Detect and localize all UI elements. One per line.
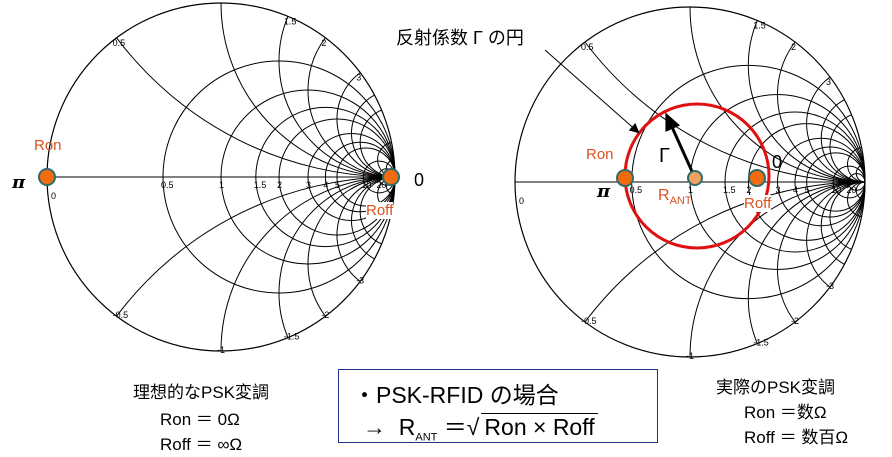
resistance-tick-label: 0.5 bbox=[630, 185, 643, 195]
reactance-arc bbox=[336, 176, 396, 282]
resistance-tick-label: 1 bbox=[219, 180, 224, 190]
reactance-tick-label: -1.5 bbox=[284, 332, 300, 342]
reactance-arc bbox=[336, 72, 396, 178]
formula-heading: ・PSK-RFID の場合 bbox=[353, 382, 559, 408]
reactance-tick-label: 2 bbox=[791, 42, 796, 52]
sqrt-symbol: √ bbox=[466, 414, 480, 440]
reactance-tick-label: 3 bbox=[356, 73, 361, 83]
resistance-tick-label: 2 bbox=[746, 185, 751, 195]
reactance-tick-label: -1.5 bbox=[753, 338, 769, 348]
reactance-arc bbox=[820, 99, 866, 183]
reactance-arc bbox=[847, 181, 866, 218]
resistance-tick-label: 3 bbox=[306, 180, 311, 190]
reactance-arc bbox=[820, 181, 866, 265]
ron-label-left: Ron bbox=[34, 137, 62, 154]
reactance-arc bbox=[829, 114, 866, 183]
ron-marker-left bbox=[38, 168, 56, 186]
resistance-tick-label: 1.5 bbox=[723, 185, 736, 195]
ideal-caption-roff: Roff ＝ ∞Ω bbox=[160, 435, 243, 454]
rant-marker bbox=[687, 170, 703, 186]
reactance-arc bbox=[747, 20, 866, 183]
zero-label-left: 0 bbox=[414, 170, 425, 190]
reactance-arc bbox=[307, 176, 396, 317]
reactance-arc bbox=[855, 181, 866, 200]
gamma-vector-arrow bbox=[665, 112, 697, 179]
reactance-arc bbox=[829, 181, 866, 250]
formula: → RANT ＝√Ron × Roff bbox=[363, 408, 598, 444]
roff-label-left: Roff bbox=[366, 202, 394, 219]
reactance-arc bbox=[584, 181, 866, 323]
pi-label-right: π bbox=[597, 181, 611, 202]
resistance-tick-label: 5 bbox=[335, 180, 340, 190]
reactance-arc bbox=[847, 146, 866, 183]
gamma-circle-title: 反射係数 Γ の円 bbox=[396, 28, 524, 48]
resistance-tick-label: 1.5 bbox=[254, 180, 267, 190]
ideal-caption-ron: Ron ＝ 0Ω bbox=[160, 410, 240, 429]
reactance-arc bbox=[747, 181, 866, 344]
resistance-tick-label: 4 bbox=[793, 185, 798, 195]
reactance-arc bbox=[806, 76, 866, 183]
reactance-tick-label: 0.5 bbox=[581, 42, 594, 52]
reactance-arc bbox=[351, 176, 396, 260]
reactance-arc bbox=[855, 164, 866, 183]
resistance-tick-label: 1 bbox=[688, 185, 693, 195]
reactance-tick-label: 2 bbox=[321, 38, 326, 48]
reactance-arc bbox=[584, 41, 866, 183]
reactance-tick-label: -1 bbox=[686, 351, 694, 361]
title-pointer-arrow bbox=[544, 49, 640, 134]
reactance-tick-label: -1 bbox=[217, 345, 225, 355]
reactance-arc bbox=[278, 16, 396, 178]
resistance-tick-label: 0.5 bbox=[161, 180, 174, 190]
resistance-tick-label: 10 bbox=[361, 180, 371, 190]
ideal-caption-title: 理想的なPSK変調 bbox=[133, 383, 270, 402]
ron-label-right: Ron bbox=[586, 146, 614, 163]
resistance-tick-label: 0 bbox=[519, 196, 524, 206]
reactance-tick-label: 1.5 bbox=[284, 16, 297, 26]
psk-rfid-formula-box: ・PSK-RFID の場合 → RANT ＝√Ron × Roff bbox=[338, 369, 658, 444]
zero-label-right: 0 bbox=[772, 152, 783, 172]
reactance-tick-label: -2 bbox=[321, 310, 329, 320]
roff-label-right: Roff bbox=[744, 195, 772, 212]
pi-label-left: π bbox=[12, 172, 26, 193]
markers bbox=[38, 168, 766, 187]
roff-marker-right bbox=[748, 169, 766, 187]
reactance-arc bbox=[689, 6, 866, 183]
reactance-arc bbox=[116, 37, 396, 178]
roff-marker-left bbox=[382, 168, 400, 186]
reactance-tick-label: 0.5 bbox=[113, 38, 126, 48]
actual-caption-roff: Roff ＝ 数百Ω bbox=[744, 428, 849, 447]
reactance-arc bbox=[220, 2, 396, 178]
reactance-arc bbox=[116, 176, 396, 317]
reactance-tick-label: 3 bbox=[826, 77, 831, 87]
resistance-tick-label: 4 bbox=[323, 180, 328, 190]
rant-label: RANT bbox=[658, 187, 692, 208]
resistance-tick-label: 3 bbox=[776, 185, 781, 195]
reactance-tick-label: -3 bbox=[356, 275, 364, 285]
reactance-arc bbox=[777, 41, 866, 183]
reactance-arc bbox=[220, 176, 396, 352]
actual-caption-ron: Ron ＝数Ω bbox=[744, 403, 827, 422]
reactance-arc bbox=[278, 176, 396, 338]
ron-marker-right bbox=[616, 169, 634, 187]
reactance-arc bbox=[351, 94, 396, 178]
resistance-tick-label: 0 bbox=[51, 191, 56, 201]
resistance-tick-label: 20 bbox=[846, 185, 856, 195]
resistance-tick-label: 2 bbox=[277, 180, 282, 190]
reactance-tick-label: -3 bbox=[826, 281, 834, 291]
resistance-tick-label: 5 bbox=[805, 185, 810, 195]
actual-caption-title: 実際のPSK変調 bbox=[716, 378, 836, 397]
gamma-label: Γ bbox=[659, 145, 671, 167]
reactance-tick-label: 1.5 bbox=[753, 20, 766, 30]
reactance-tick-label: -2 bbox=[791, 316, 799, 326]
resistance-tick-label: 10 bbox=[831, 185, 841, 195]
reactance-arc bbox=[777, 181, 866, 323]
reactance-arc bbox=[806, 181, 866, 288]
reactance-tick-label: -0.5 bbox=[581, 316, 597, 326]
reactance-arc bbox=[307, 37, 396, 178]
resistance-tick-label: 20 bbox=[376, 180, 386, 190]
reactance-tick-label: -0.5 bbox=[113, 310, 129, 320]
